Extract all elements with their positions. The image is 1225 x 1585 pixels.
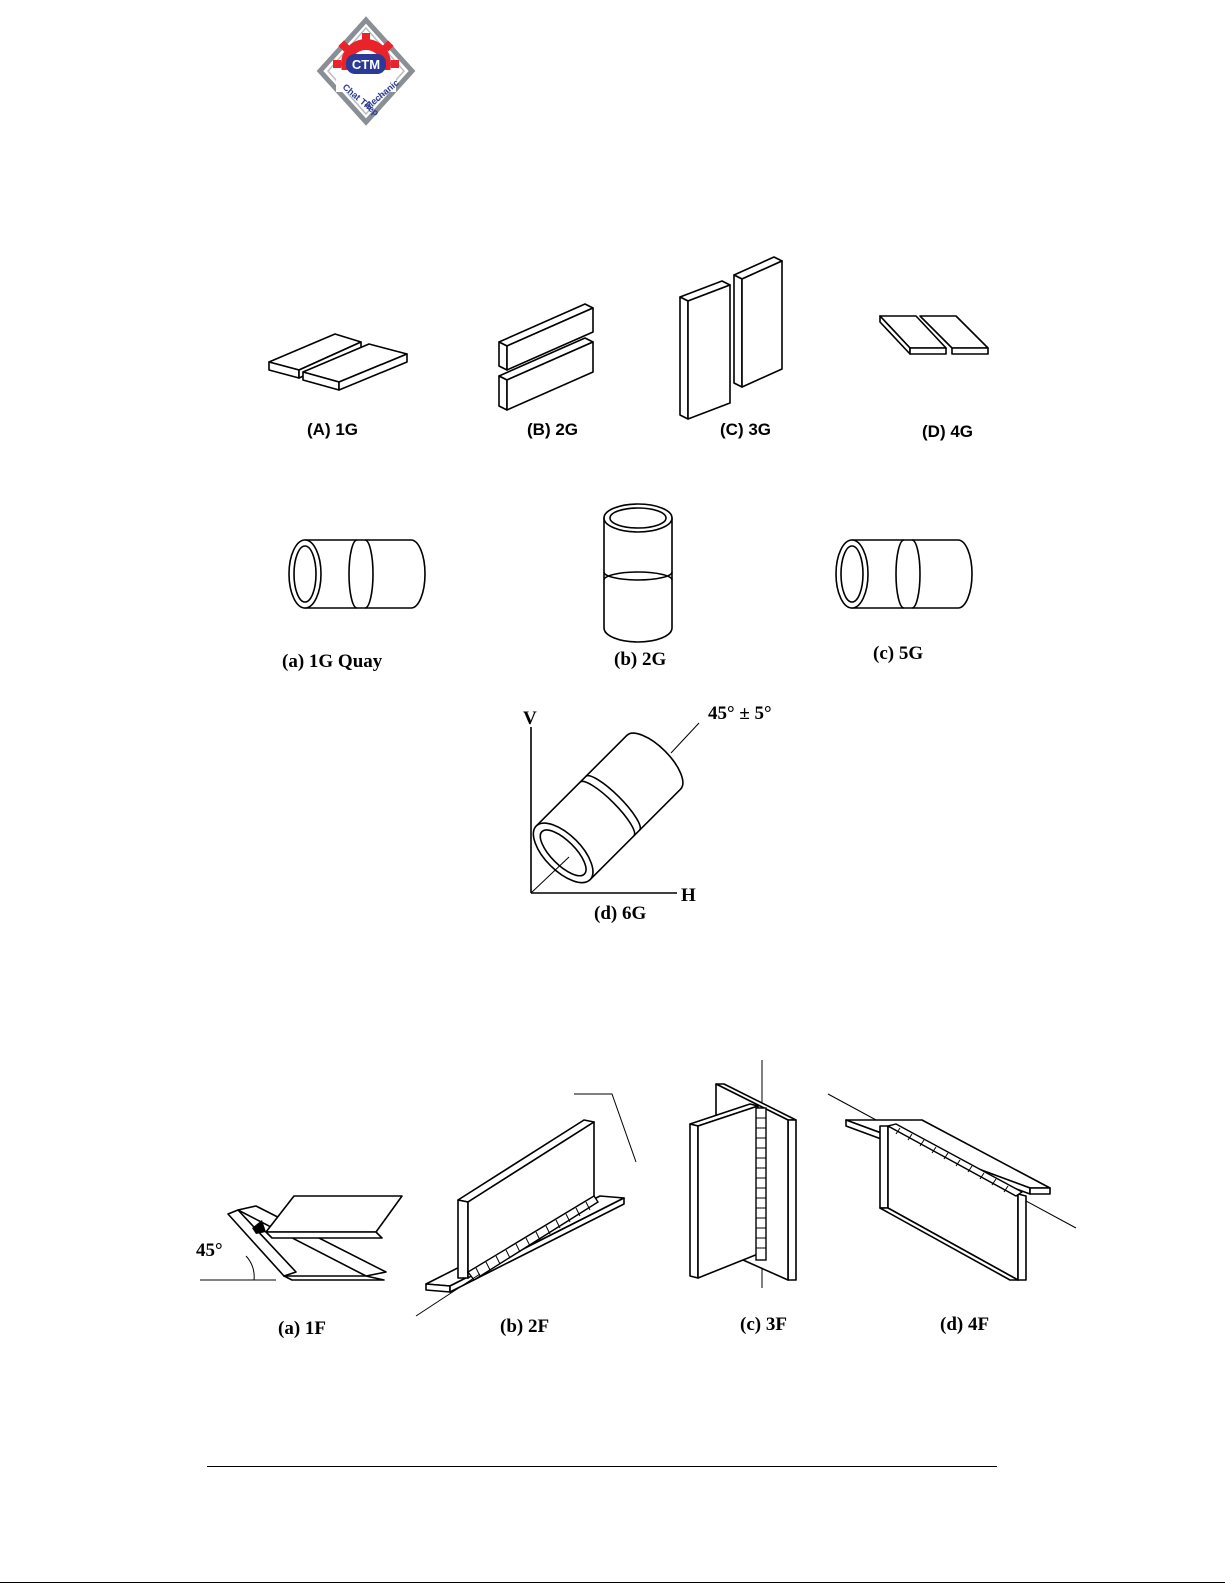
pipe-1g-illustration bbox=[285, 538, 430, 610]
label-plate-2g: (B) 2G bbox=[527, 420, 578, 440]
pipe-2g-illustration bbox=[600, 502, 676, 644]
pipe-5g-illustration bbox=[832, 538, 977, 610]
pipe-6g-illustration bbox=[515, 705, 715, 905]
plate-1g-illustration bbox=[265, 322, 415, 392]
label-plate-1g: (A) 1G bbox=[307, 420, 358, 440]
page-bottom-rule bbox=[0, 1582, 1225, 1583]
plate-2g-illustration bbox=[493, 300, 603, 415]
label-fillet-1f: (a) 1F bbox=[278, 1318, 326, 1340]
ctm-logo: CTM Chat Thep Mechanic bbox=[318, 18, 414, 124]
fillet-4f-illustration bbox=[826, 1090, 1078, 1286]
label-fillet-4f: (d) 4F bbox=[940, 1314, 989, 1336]
label-fillet-2f: (b) 2F bbox=[500, 1316, 549, 1338]
label-pipe-5g: (c) 5G bbox=[873, 643, 923, 665]
label-pipe-1g: (a) 1G Quay bbox=[282, 651, 382, 673]
label-plate-4g: (D) 4G bbox=[922, 422, 973, 442]
fillet-2f-illustration bbox=[414, 1088, 644, 1320]
axis-v-label: V bbox=[523, 708, 537, 730]
axis-h-label: H bbox=[681, 885, 696, 907]
fillet-3f-illustration bbox=[686, 1058, 806, 1288]
label-plate-3g: (C) 3G bbox=[720, 420, 771, 440]
label-fillet-3f: (c) 3F bbox=[740, 1314, 787, 1336]
plate-4g-illustration bbox=[876, 310, 996, 360]
fillet-1f-illustration bbox=[196, 1192, 411, 1287]
label-pipe-6g: (d) 6G bbox=[594, 903, 646, 925]
label-pipe-2g: (b) 2G bbox=[614, 649, 666, 671]
angle-label-1f: 45° bbox=[196, 1240, 223, 1262]
plate-3g-illustration bbox=[676, 253, 786, 423]
angle-label-6g: 45° ± 5° bbox=[708, 703, 772, 725]
footer-rule bbox=[207, 1466, 997, 1467]
weld-bead bbox=[756, 1108, 766, 1260]
logo-text: CTM bbox=[352, 57, 380, 72]
